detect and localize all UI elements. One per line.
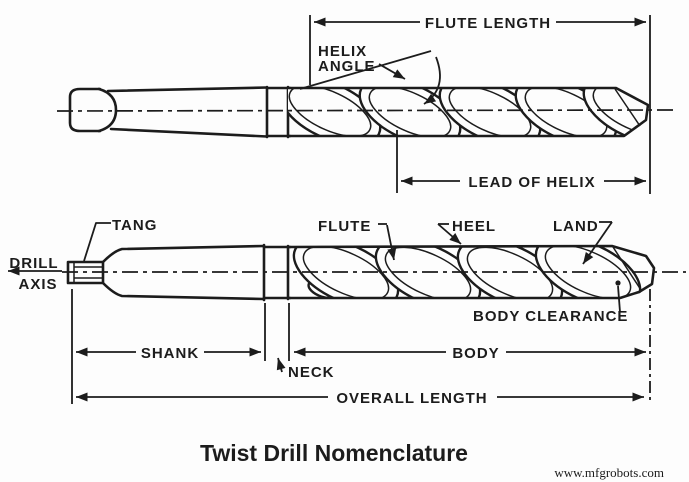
land-leader <box>582 221 613 265</box>
body-clearance-dot <box>615 280 621 286</box>
lower-drill-view <box>8 243 686 302</box>
body-clearance-annotation: BODY CLEARANCE <box>473 280 628 325</box>
neck-label: NECK <box>288 364 335 381</box>
watermark: www.mfgrobots.com <box>554 465 664 480</box>
upper-neck-shape <box>265 85 292 139</box>
lower-body-outline <box>286 244 656 300</box>
body-label: BODY <box>452 345 499 362</box>
overall-length-dimension: OVERALL LENGTH <box>76 390 644 407</box>
upper-body-outline <box>286 86 650 138</box>
neck-annotation: NECK <box>276 357 335 381</box>
helix-tangent-line <box>299 50 432 90</box>
flute-label: FLUTE <box>318 218 371 235</box>
helix-angle-leader <box>378 63 406 80</box>
flute-length-label: FLUTE LENGTH <box>425 15 551 32</box>
helix-angle-label-line1: HELIX <box>318 43 367 60</box>
flute-annotation: FLUTE <box>318 218 397 261</box>
lead-of-helix-label: LEAD OF HELIX <box>468 174 595 191</box>
page-title: Twist Drill Nomenclature <box>200 440 468 466</box>
drill-axis-annotation: DRILL AXIS <box>9 255 58 293</box>
body-clearance-label: BODY CLEARANCE <box>473 308 628 325</box>
tang-label: TANG <box>112 217 157 234</box>
upper-axis-centerline <box>56 109 674 112</box>
upper-shank-shape <box>106 86 269 138</box>
flute-leader <box>386 224 397 261</box>
body-clearance-leader <box>617 285 621 313</box>
heel-annotation: HEEL <box>437 218 496 245</box>
land-annotation: LAND <box>553 218 613 265</box>
helix-angle-label-line2: ANGLE <box>318 58 376 75</box>
upper-tang-shape <box>68 87 118 133</box>
neck-arrow <box>276 357 286 373</box>
lower-body-flutes <box>292 245 642 299</box>
tang-leader <box>83 222 111 262</box>
upper-drill-view <box>56 85 674 139</box>
drill-axis-label-line2: AXIS <box>18 276 57 293</box>
land-label: LAND <box>553 218 599 235</box>
drill-axis-label-line1: DRILL <box>9 255 58 272</box>
extension-lines <box>71 289 651 404</box>
lower-shank-shape <box>101 244 266 301</box>
overall-length-label: OVERALL LENGTH <box>336 390 487 407</box>
lead-of-helix-dimension: LEAD OF HELIX <box>396 130 646 193</box>
body-dimension: BODY <box>294 345 646 362</box>
helix-angle-annotation: HELIX ANGLE <box>299 43 441 105</box>
shank-dimension: SHANK <box>76 345 261 362</box>
shank-label: SHANK <box>141 345 199 362</box>
helix-angle-arc <box>423 56 441 105</box>
heel-leader <box>437 223 462 245</box>
tang-annotation: TANG <box>83 217 157 262</box>
flute-length-dimension: FLUTE LENGTH <box>309 15 651 194</box>
heel-label: HEEL <box>452 218 496 235</box>
